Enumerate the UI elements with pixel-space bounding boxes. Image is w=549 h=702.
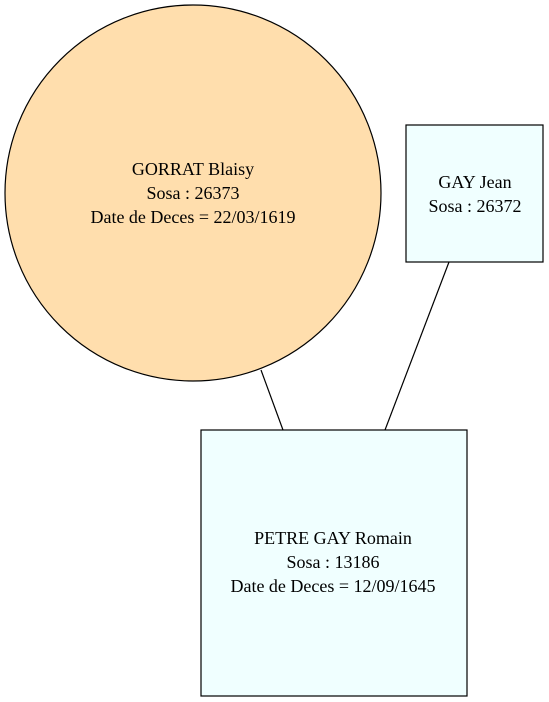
node-father-name: GAY Jean — [438, 172, 511, 192]
node-child-sosa: Sosa : 13186 — [286, 552, 379, 572]
node-mother[interactable]: GORRAT Blaisy Sosa : 26373 Date de Deces… — [4, 4, 382, 382]
edge-mother-to-child — [260, 369, 284, 431]
node-father-sosa: Sosa : 26372 — [428, 196, 521, 216]
node-mother-shape — [4, 4, 382, 382]
edge-father-to-child — [384, 261, 450, 431]
node-father[interactable]: GAY Jean Sosa : 26372 — [405, 124, 544, 263]
node-mother-sosa: Sosa : 26373 — [146, 183, 239, 203]
node-child-name: PETRE GAY Romain — [254, 528, 412, 548]
node-child[interactable]: PETRE GAY Romain Sosa : 13186 Date de De… — [200, 429, 468, 697]
node-child-death-date: Date de Deces = 12/09/1645 — [230, 576, 435, 596]
node-mother-death-date: Date de Deces = 22/03/1619 — [90, 207, 295, 227]
node-mother-name: GORRAT Blaisy — [132, 159, 254, 179]
node-father-shape — [405, 124, 544, 263]
node-child-shape — [200, 429, 468, 697]
